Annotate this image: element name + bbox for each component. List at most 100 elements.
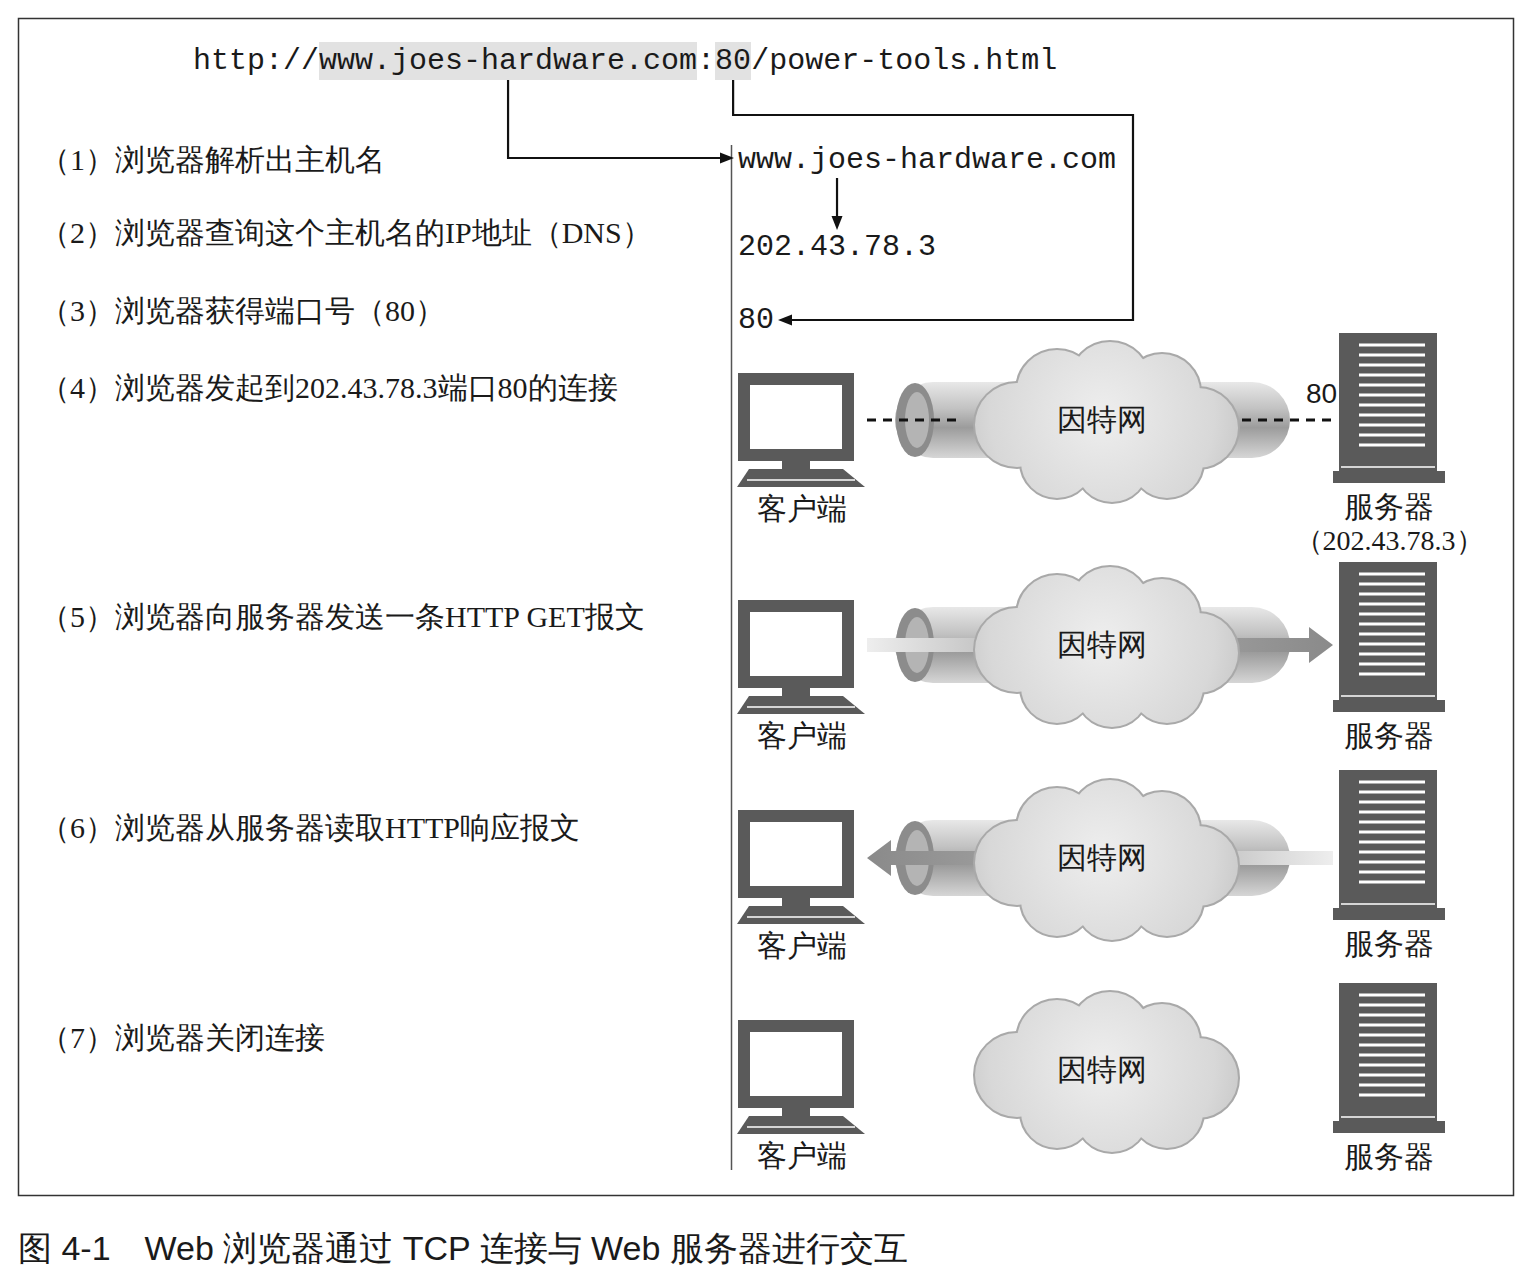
url-highlight: www.joes-hardware.com (319, 42, 697, 80)
server-base (1333, 908, 1445, 920)
server-label: （202.43.78.3） (1295, 525, 1484, 557)
connector (867, 420, 962, 421)
server-slot (1359, 1054, 1425, 1057)
cloud-outline (975, 342, 1238, 502)
internet-cloud: 因特网 (962, 990, 1242, 1150)
server-slot (1359, 593, 1425, 596)
client-label: 客户端 (737, 1138, 867, 1174)
cloud-outline (975, 567, 1238, 727)
client-label: 客户端 (737, 718, 867, 754)
resolved-value: 80 (734, 303, 778, 337)
connector (508, 80, 734, 164)
server-slot (1359, 374, 1425, 377)
server-edge (1341, 1116, 1435, 1118)
cloud-outline (975, 992, 1238, 1152)
server-slot (1359, 424, 1425, 427)
dashed-link (867, 419, 962, 422)
cloud-fill (975, 780, 1238, 940)
server-slot (1359, 653, 1425, 656)
server-slot (1359, 791, 1425, 794)
url-line: http://www.joes-hardware.com:80/power-to… (193, 42, 1057, 80)
connector (832, 178, 843, 230)
step-text: （6）浏览器从服务器读取HTTP响应报文 (40, 810, 580, 846)
server-machine: 服务器 (1333, 562, 1445, 754)
arrowhead (832, 216, 843, 230)
leader-arrow (733, 80, 1133, 320)
client-computer: 客户端 (737, 373, 867, 527)
keyboard-line (747, 706, 855, 708)
server-tower (1339, 983, 1437, 1123)
leader-arrow (508, 80, 722, 158)
cloud-fill (975, 342, 1238, 502)
figure-caption: 图 4-1 Web 浏览器通过 TCP 连接与 Web 服务器进行交互 (18, 1226, 908, 1270)
cloud-puff-outline (1040, 588, 1164, 712)
server-slot (1359, 851, 1425, 854)
step-text: （1）浏览器解析出主机名 (40, 142, 385, 178)
server-slot (1359, 583, 1425, 586)
server-slot (1359, 404, 1425, 407)
internet-cloud: 因特网 (962, 778, 1242, 938)
data-flow-arrow (867, 627, 1333, 663)
url-part: /power-tools.html (751, 42, 1057, 80)
value-text: www.joes-hardware.com (738, 143, 1116, 177)
url-part: : (697, 42, 715, 80)
server-edge (1341, 466, 1435, 468)
monitor-neck (782, 461, 810, 469)
cloud-puff (1040, 801, 1164, 925)
cloud-puff (1040, 1013, 1164, 1137)
cloud-outline (975, 780, 1238, 940)
server-slot (1359, 861, 1425, 864)
server-slot (1359, 781, 1425, 784)
internet-cloud: 因特网 (962, 565, 1242, 725)
connector (733, 80, 1133, 326)
server-tower (1339, 333, 1437, 473)
server-slot (1359, 414, 1425, 417)
server-label: 服务器 (1344, 1139, 1434, 1175)
server-tower (1339, 562, 1437, 702)
server-slot (1359, 384, 1425, 387)
server-slot (1359, 871, 1425, 874)
arrowhead (778, 315, 792, 326)
server-slot (1359, 831, 1425, 834)
server-machine: 服务器 (1333, 770, 1445, 962)
connector (1242, 420, 1333, 421)
step-text: （7）浏览器关闭连接 (40, 1020, 325, 1056)
server-slot (1359, 603, 1425, 606)
server-slot (1359, 821, 1425, 824)
monitor-icon (737, 1020, 867, 1135)
server-label: 服务器 (1344, 718, 1434, 754)
step-text: （4）浏览器发起到202.43.78.3端口80的连接 (40, 370, 618, 406)
keyboard-line (747, 1126, 855, 1128)
monitor-icon (737, 810, 867, 925)
arrowhead (720, 153, 734, 164)
port-number: 80 (1306, 378, 1337, 410)
url-text: www.joes-hardware.com (319, 42, 697, 80)
server-slot (1359, 801, 1425, 804)
monitor-neck (782, 898, 810, 906)
monitor-icon (737, 600, 867, 715)
server-icon (1333, 333, 1445, 483)
cloud-puff-outline (1040, 363, 1164, 487)
server-slot (1359, 1094, 1425, 1097)
value-text: 202.43.78.3 (738, 230, 936, 264)
data-flow-arrow (867, 840, 1333, 876)
server-slot (1359, 1014, 1425, 1017)
dashed-link (1242, 419, 1333, 422)
server-slot (1359, 1034, 1425, 1037)
leader-arrow (836, 178, 838, 218)
server-machine: 服务器（202.43.78.3） (1333, 333, 1445, 557)
cloud-puff (1040, 363, 1164, 487)
monitor-base (737, 1116, 865, 1134)
server-slot (1359, 623, 1425, 626)
monitor-base (737, 906, 865, 924)
monitor-base (737, 696, 865, 714)
keyboard-line (747, 916, 855, 918)
server-slot (1359, 1024, 1425, 1027)
server-tower (1339, 770, 1437, 910)
step-text: （2）浏览器查询这个主机名的IP地址（DNS） (40, 215, 652, 251)
server-slot (1359, 673, 1425, 676)
resolved-value: 202.43.78.3 (734, 230, 940, 264)
server-slot (1359, 1074, 1425, 1077)
figure-border (19, 19, 1514, 1196)
